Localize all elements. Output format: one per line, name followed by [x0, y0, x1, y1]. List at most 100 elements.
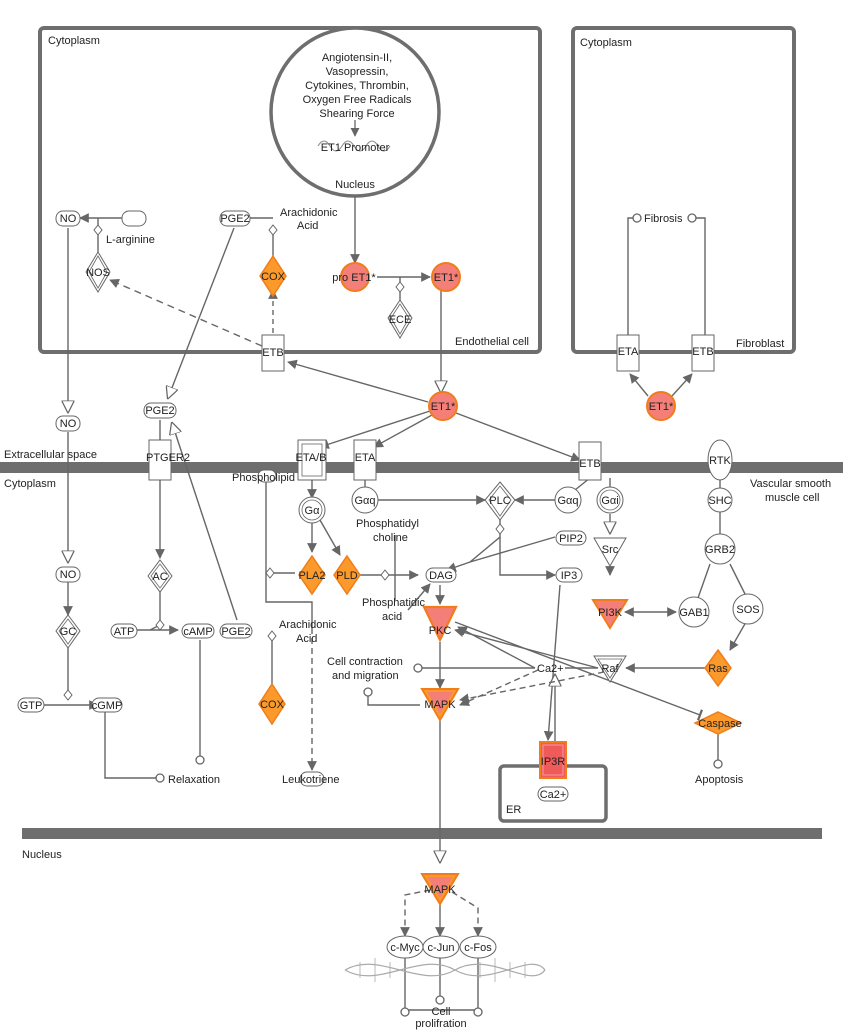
et1-top-node[interactable]	[431, 262, 461, 292]
caspase-label: Caspase	[698, 718, 741, 730]
camp-node[interactable]	[181, 623, 215, 639]
cgmp-node[interactable]	[91, 697, 123, 713]
mapk-nuc-label: MAPK	[424, 884, 456, 896]
stimulus-2: Vasopressin,	[326, 66, 389, 78]
gab1-node[interactable]	[678, 596, 710, 628]
gtp-node[interactable]	[17, 697, 45, 713]
etb-label: ETB	[579, 458, 600, 470]
cell-contraction-line2: and migration	[332, 670, 399, 682]
no-mid-node[interactable]	[55, 415, 81, 432]
pla2-label: PLA2	[299, 570, 326, 582]
pi3k-node[interactable]	[591, 599, 629, 630]
etb-fib-label: ETB	[692, 346, 713, 358]
galpha-node[interactable]	[298, 496, 326, 524]
endothelial-cell-box	[38, 26, 542, 354]
gaq-left-node[interactable]	[351, 486, 379, 514]
gai-node[interactable]	[596, 486, 624, 514]
leukotriene-node[interactable]	[299, 771, 325, 787]
ras-label: Ras	[708, 663, 728, 675]
arachidonic-low-line1: Arachidonic	[279, 619, 337, 631]
pkc-node[interactable]	[422, 605, 458, 643]
sos-node[interactable]	[732, 593, 764, 625]
gaq-left-label: Gαq	[354, 495, 375, 507]
nucleus-label: Nucleus	[22, 849, 62, 861]
cox-low-label: COX	[260, 699, 285, 711]
galpha-label: Gα	[305, 505, 321, 517]
ca2-er-node[interactable]	[537, 786, 569, 802]
raf-node[interactable]	[593, 655, 627, 683]
cfos-node[interactable]	[459, 935, 497, 959]
er-label: ER	[506, 804, 521, 816]
caspase-node[interactable]	[693, 711, 743, 735]
rtk-label: RTK	[709, 455, 731, 467]
pge2-top-label: PGE2	[220, 213, 249, 225]
pld-node[interactable]	[333, 554, 361, 596]
no-low-node[interactable]	[55, 566, 81, 583]
cox-top-node[interactable]	[259, 254, 287, 298]
relaxation-label: Relaxation	[168, 774, 220, 786]
nuclear-membrane	[22, 828, 822, 839]
dag-node[interactable]	[425, 567, 457, 583]
et1-fib-label: ET1*	[649, 401, 674, 413]
et1-center-node[interactable]	[428, 391, 458, 421]
et1-fib-node[interactable]	[646, 391, 676, 421]
cell-prolif-line1: Cell	[432, 1006, 451, 1018]
gaq-right-label: Gαq	[557, 495, 578, 507]
pro-et1-node[interactable]	[340, 262, 370, 292]
cox-top-label: COX	[261, 271, 286, 283]
ip3r-node[interactable]	[539, 741, 567, 779]
cox-low-node[interactable]	[258, 682, 286, 726]
eta-label: ETA	[355, 452, 376, 464]
gc-node[interactable]	[55, 614, 81, 649]
nos-node[interactable]	[85, 251, 111, 293]
pge2-low-node[interactable]	[219, 623, 253, 639]
etb-endo-node[interactable]	[261, 334, 285, 372]
pge2-low-label: PGE2	[221, 626, 250, 638]
cmyc-label: c-Myc	[390, 942, 420, 954]
phospholipid-node[interactable]	[257, 469, 277, 483]
phospholipid-label: Phospholipid	[232, 472, 295, 484]
ptger2-node[interactable]	[148, 439, 172, 481]
ece-node[interactable]	[387, 299, 413, 339]
cjun-node[interactable]	[422, 935, 460, 959]
fibroblast-label: Fibroblast	[736, 338, 784, 350]
plc-label: PLC	[489, 495, 510, 507]
atp-node[interactable]	[110, 623, 138, 639]
etb-node[interactable]	[578, 441, 602, 481]
pge2-top-node[interactable]	[219, 210, 251, 227]
grb2-node[interactable]	[704, 533, 736, 565]
cell-prolif-line2: prolifration	[415, 1018, 466, 1030]
ac-node[interactable]	[147, 559, 173, 593]
arachidonic-top-line2: Acid	[297, 220, 318, 232]
gaq-right-node[interactable]	[554, 486, 582, 514]
atp-label: ATP	[114, 626, 135, 638]
rtk-node[interactable]	[707, 439, 733, 481]
eta-fib-node[interactable]	[616, 334, 640, 372]
dna-helix-icon	[344, 958, 546, 982]
ca2-mid-label: Ca2+	[537, 663, 564, 675]
no-top-node[interactable]	[55, 210, 81, 227]
nucleus-circle-label: Nucleus	[335, 179, 375, 191]
etb-fib-node[interactable]	[691, 334, 715, 372]
pi3k-label: PI3K	[598, 607, 623, 619]
mapk-mid-label: MAPK	[424, 699, 456, 711]
eta-b-label: ETA/B	[296, 452, 327, 464]
vsmc-label-line1: Vascular smooth	[750, 478, 831, 490]
plc-node[interactable]	[484, 481, 516, 521]
eta-b-node[interactable]	[297, 439, 327, 481]
shc-node[interactable]	[707, 487, 733, 513]
pge2-mid-node[interactable]	[143, 402, 177, 419]
ras-node[interactable]	[704, 648, 732, 688]
sos-label: SOS	[736, 604, 759, 616]
eta-node[interactable]	[353, 439, 377, 481]
l-arginine-node[interactable]	[121, 210, 147, 227]
pip2-node[interactable]	[555, 530, 587, 546]
phosphatidic-line2: acid	[382, 611, 402, 623]
ece-label: ECE	[389, 314, 412, 326]
pla2-node[interactable]	[298, 554, 326, 596]
pro-et1-label: pro ET1*	[332, 272, 376, 284]
plasma-membrane	[0, 462, 843, 473]
src-node[interactable]	[593, 537, 627, 568]
ip3-node[interactable]	[555, 567, 583, 583]
